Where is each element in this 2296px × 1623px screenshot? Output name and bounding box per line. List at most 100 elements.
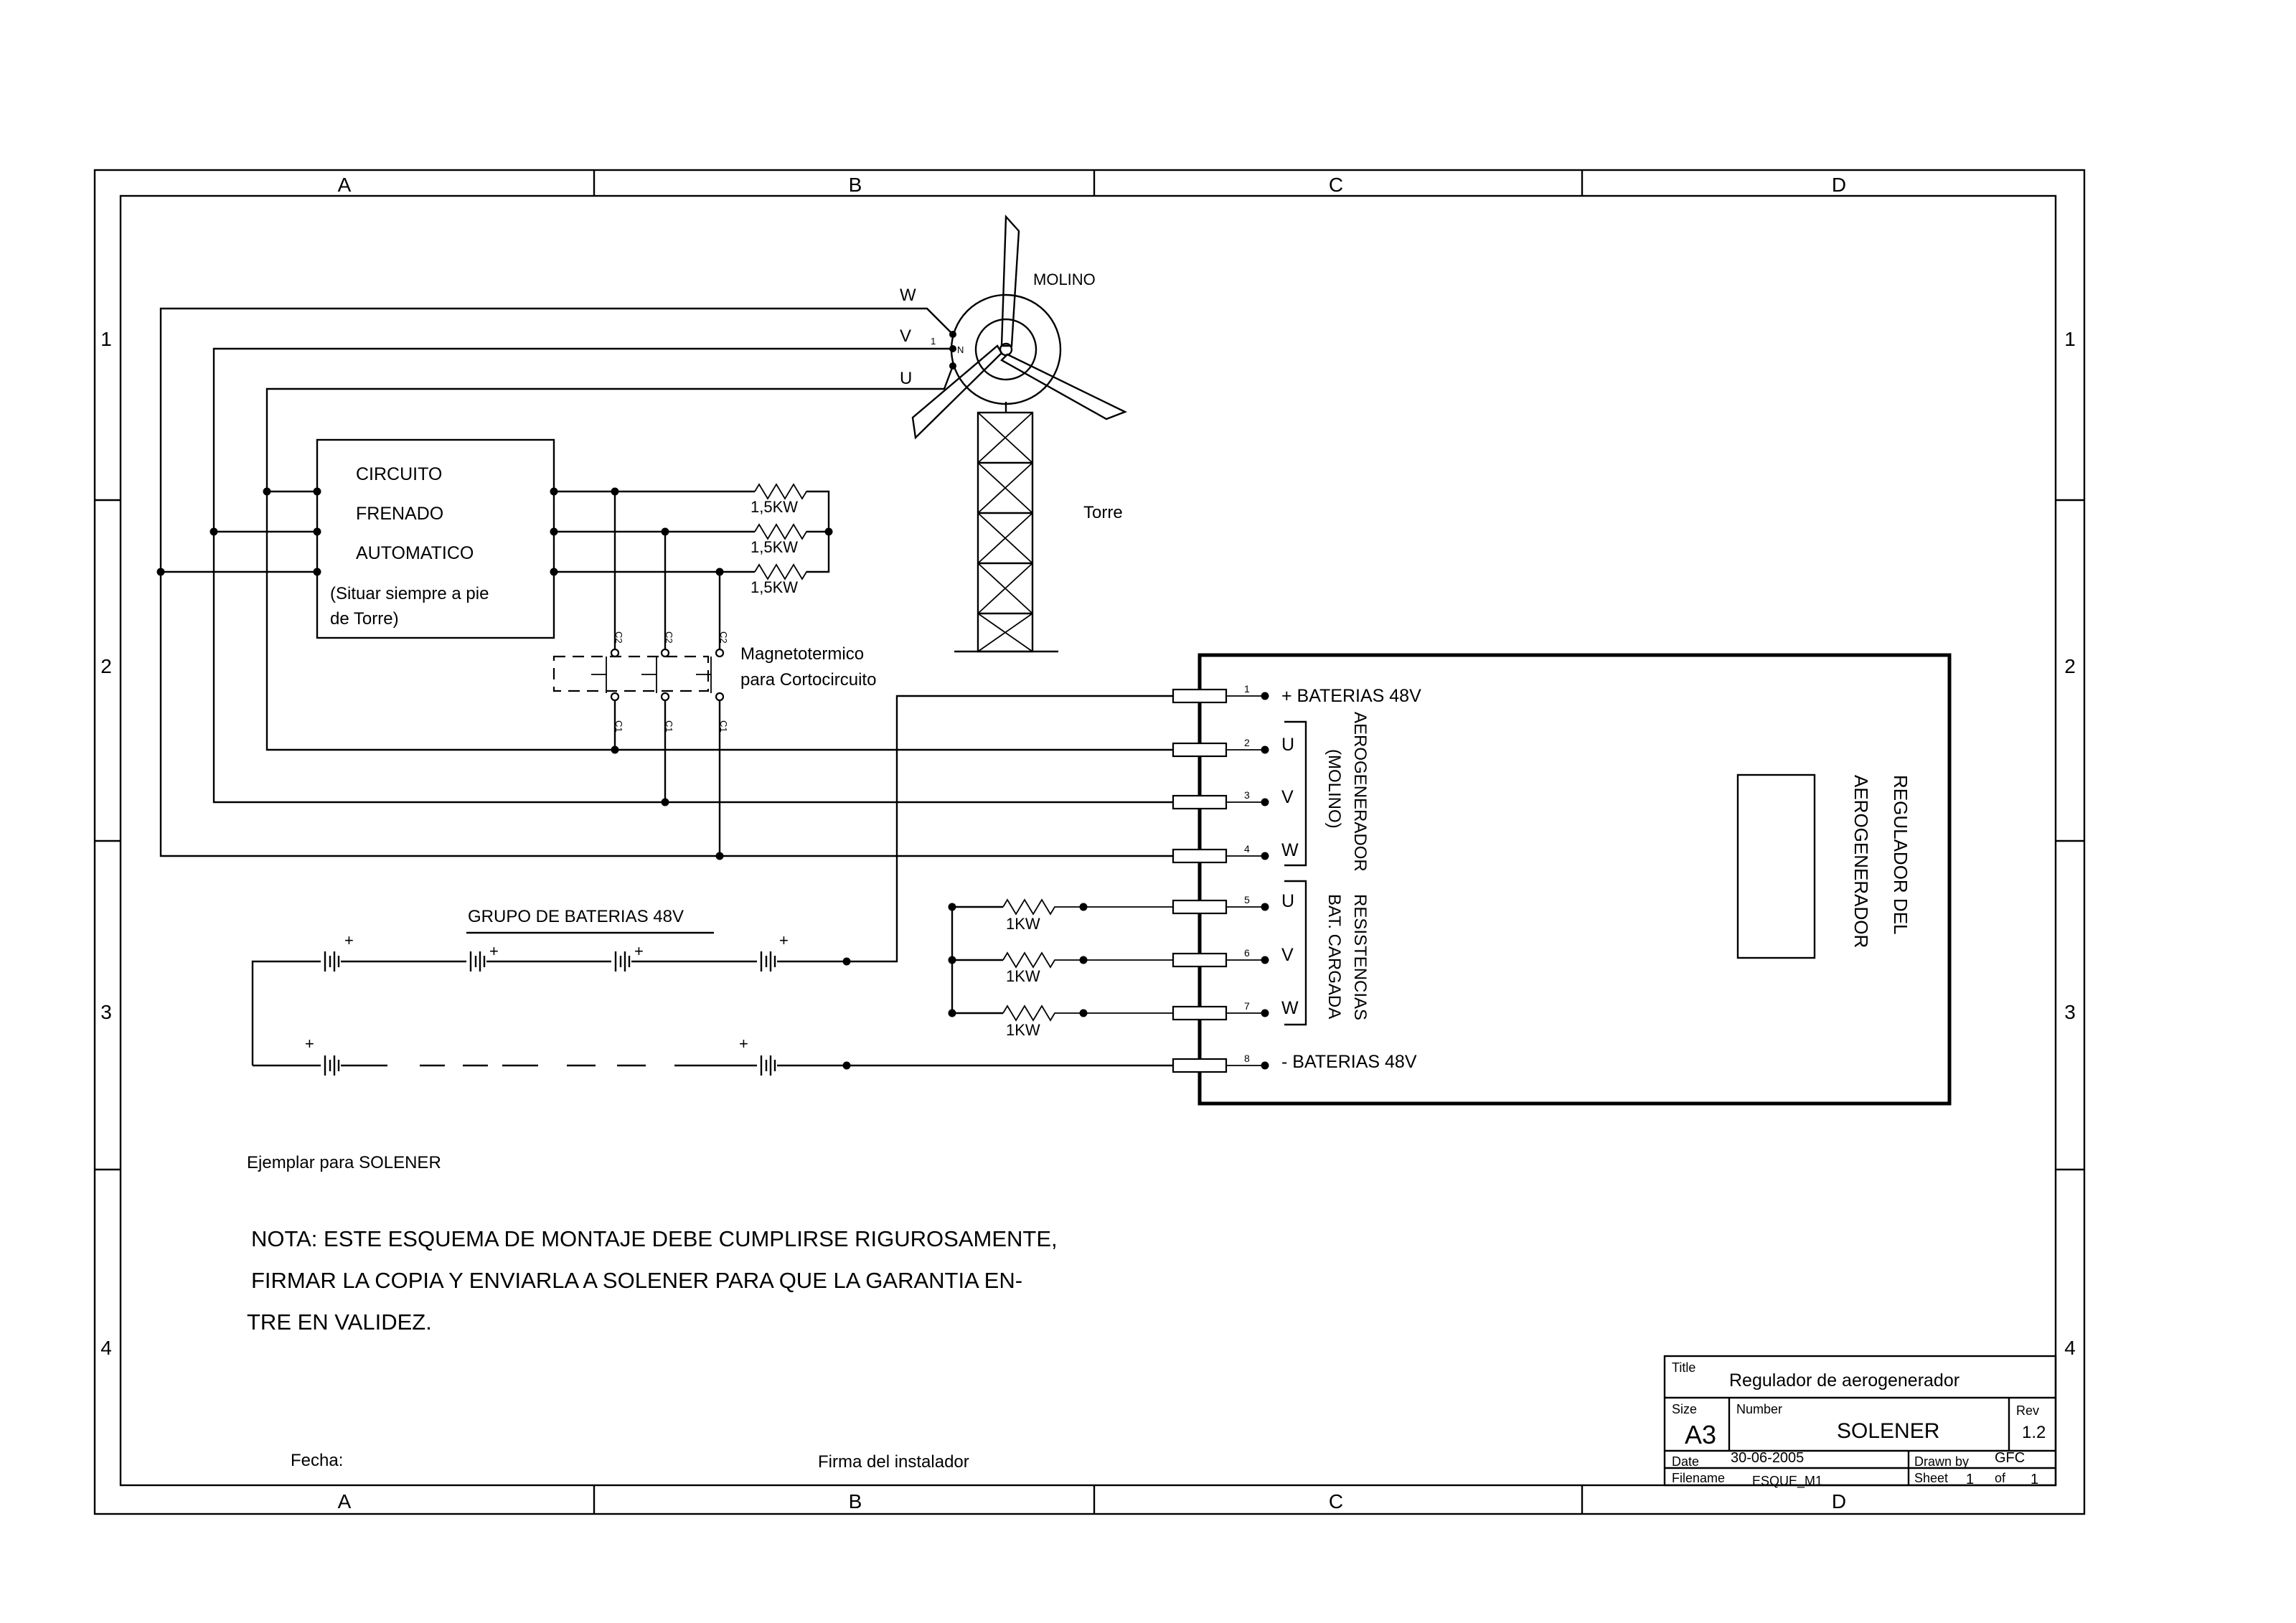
tb-number: SOLENER bbox=[1837, 1419, 1939, 1443]
terminal-number: 4 bbox=[1244, 843, 1250, 855]
wind-phase-wires bbox=[159, 307, 1200, 857]
terminal-number: 5 bbox=[1244, 894, 1250, 905]
battery-cell bbox=[324, 1055, 340, 1076]
terminal-6[interactable]: 6 V bbox=[1172, 945, 1294, 968]
windmill-label: MOLINO bbox=[1033, 270, 1096, 288]
terminal-label: U bbox=[1281, 891, 1294, 911]
battery-group-label: GRUPO DE BATERIAS 48V bbox=[468, 907, 684, 926]
terminal-4[interactable]: 4 W bbox=[1172, 840, 1299, 864]
load-resistor-1-label: 1KW bbox=[1006, 915, 1040, 933]
group-wind-label-2: (MOLINO) bbox=[1325, 749, 1344, 829]
windmill: MOLINO W V U 1 N bbox=[900, 214, 1128, 440]
tb-filename-label: Filename bbox=[1672, 1471, 1725, 1485]
brake-resistor-2-label: 1,5KW bbox=[751, 538, 798, 556]
magnetothermic-breaker: C2 C2 C2 C1 C1 C1 Magnetotermico para Co… bbox=[552, 491, 876, 860]
battery-plus: + bbox=[779, 931, 789, 949]
contact-bottom-label: C1 bbox=[613, 720, 624, 733]
hub-pin-1: 1 bbox=[931, 336, 936, 347]
brake-circuit: CIRCUITO FRENADO AUTOMATICO (Situar siem… bbox=[156, 438, 833, 639]
col-label-top: C bbox=[1329, 174, 1343, 196]
tb-filename: ESQUE_M1 bbox=[1752, 1474, 1822, 1489]
battery-plus: + bbox=[634, 942, 644, 960]
tb-title: Regulador de aerogenerador bbox=[1729, 1370, 1959, 1391]
tb-rev-label: Rev bbox=[2016, 1403, 2039, 1418]
contact-top-label: C2 bbox=[718, 631, 729, 644]
breaker-label-1: Magnetotermico bbox=[740, 644, 864, 664]
terminal-number: 2 bbox=[1244, 737, 1250, 748]
regulator-title-2: AEROGENERADOR bbox=[1850, 775, 1872, 948]
row-label-right: 1 bbox=[2064, 328, 2076, 350]
tb-title-label: Title bbox=[1672, 1360, 1695, 1375]
tb-sheet-label: Sheet bbox=[1914, 1471, 1948, 1485]
breaker-label-2: para Cortocircuito bbox=[740, 670, 876, 690]
terminal-label: U bbox=[1281, 735, 1294, 755]
tower-label: Torre bbox=[1083, 503, 1123, 522]
battery-plus: + bbox=[739, 1035, 748, 1053]
col-label-bottom: D bbox=[1832, 1490, 1846, 1513]
brake-title-3: AUTOMATICO bbox=[356, 543, 474, 563]
battery-cell bbox=[469, 951, 486, 972]
tb-rev: 1.2 bbox=[2022, 1423, 2046, 1442]
battery-group: GRUPO DE BATERIAS 48V + + + + bbox=[251, 695, 1173, 1076]
drawing-frame: A B C D A B C D 1 2 3 4 1 2 3 4 bbox=[93, 169, 2086, 1515]
terminal-label: W bbox=[1281, 840, 1299, 860]
battery-plus: + bbox=[489, 942, 499, 960]
terminal-2[interactable]: 2 U bbox=[1172, 735, 1294, 758]
load-resistor-3-label: 1KW bbox=[1006, 1021, 1040, 1039]
battery-plus: + bbox=[344, 931, 354, 949]
terminal-7[interactable]: 7 W bbox=[1172, 998, 1299, 1021]
terminal-5[interactable]: 5 U bbox=[1172, 891, 1294, 915]
col-label-bottom: C bbox=[1329, 1490, 1343, 1513]
row-label-left: 1 bbox=[100, 328, 112, 350]
tb-date-label: Date bbox=[1672, 1454, 1699, 1469]
tb-date: 30-06-2005 bbox=[1731, 1450, 1804, 1466]
phase-v-label: V bbox=[900, 326, 911, 346]
nota-line-2: FIRMAR LA COPIA Y ENVIARLA A SOLENER PAR… bbox=[251, 1268, 1022, 1293]
terminal-label: V bbox=[1281, 945, 1294, 965]
hub-pin-n: N bbox=[957, 344, 964, 355]
brake-note-2: de Torre) bbox=[330, 609, 399, 629]
terminal-8[interactable]: 8 - BATERIAS 48V bbox=[1172, 1052, 1417, 1073]
nota-line-3: TRE EN VALIDEZ. bbox=[247, 1309, 432, 1335]
tb-size: A3 bbox=[1685, 1420, 1716, 1449]
contact-bottom-label: C1 bbox=[664, 720, 674, 733]
row-label-right: 4 bbox=[2064, 1337, 2076, 1359]
copy-for-label: Ejemplar para SOLENER bbox=[247, 1153, 441, 1172]
tb-of-label: of bbox=[1995, 1471, 2006, 1485]
contact-top-label: C2 bbox=[613, 631, 624, 644]
battery-cell bbox=[760, 951, 776, 972]
fecha-label: Fecha: bbox=[291, 1451, 343, 1470]
terminal-1[interactable]: 1 + BATERIAS 48V bbox=[1172, 683, 1421, 706]
tb-size-label: Size bbox=[1672, 1402, 1697, 1416]
terminal-3[interactable]: 3 V bbox=[1172, 787, 1294, 810]
tb-drawn-label: Drawn by bbox=[1914, 1454, 1969, 1469]
nota-line-1: NOTA: ESTE ESQUEMA DE MONTAJE DEBE CUMPL… bbox=[251, 1226, 1058, 1251]
row-label-right: 3 bbox=[2064, 1001, 2076, 1023]
brake-resistor-3-label: 1,5KW bbox=[751, 578, 798, 596]
regulator-terminals: 1 + BATERIAS 48V 2 U 3 V 4 W bbox=[1172, 683, 1421, 1073]
row-label-left: 2 bbox=[100, 655, 112, 677]
regulator-title-1: REGULADOR DEL bbox=[1890, 775, 1911, 935]
battery-plus: + bbox=[305, 1035, 314, 1053]
phase-w-label: W bbox=[900, 286, 916, 305]
terminal-number: 8 bbox=[1244, 1053, 1250, 1064]
terminal-label: - BATERIAS 48V bbox=[1281, 1052, 1417, 1072]
tower: Torre bbox=[954, 402, 1123, 653]
notes: Ejemplar para SOLENER NOTA: ESTE ESQUEMA… bbox=[247, 1153, 1058, 1472]
phase-u-label: U bbox=[900, 369, 912, 388]
tb-number-label: Number bbox=[1736, 1402, 1782, 1416]
tb-drawn: GFC bbox=[1995, 1450, 2025, 1466]
terminal-number: 3 bbox=[1244, 789, 1250, 801]
brake-note-1: (Situar siempre a pie bbox=[330, 584, 489, 603]
terminal-number: 6 bbox=[1244, 947, 1250, 959]
col-label-top: B bbox=[849, 174, 862, 196]
firma-label: Firma del instalador bbox=[818, 1452, 969, 1472]
load-resistor-2-label: 1KW bbox=[1006, 967, 1040, 985]
battery-cell bbox=[760, 1055, 776, 1076]
battery-cell bbox=[324, 951, 340, 972]
row-label-right: 2 bbox=[2064, 655, 2076, 677]
terminal-label: + BATERIAS 48V bbox=[1281, 686, 1421, 706]
terminal-number: 7 bbox=[1244, 1000, 1250, 1012]
brake-title-1: CIRCUITO bbox=[356, 464, 442, 484]
